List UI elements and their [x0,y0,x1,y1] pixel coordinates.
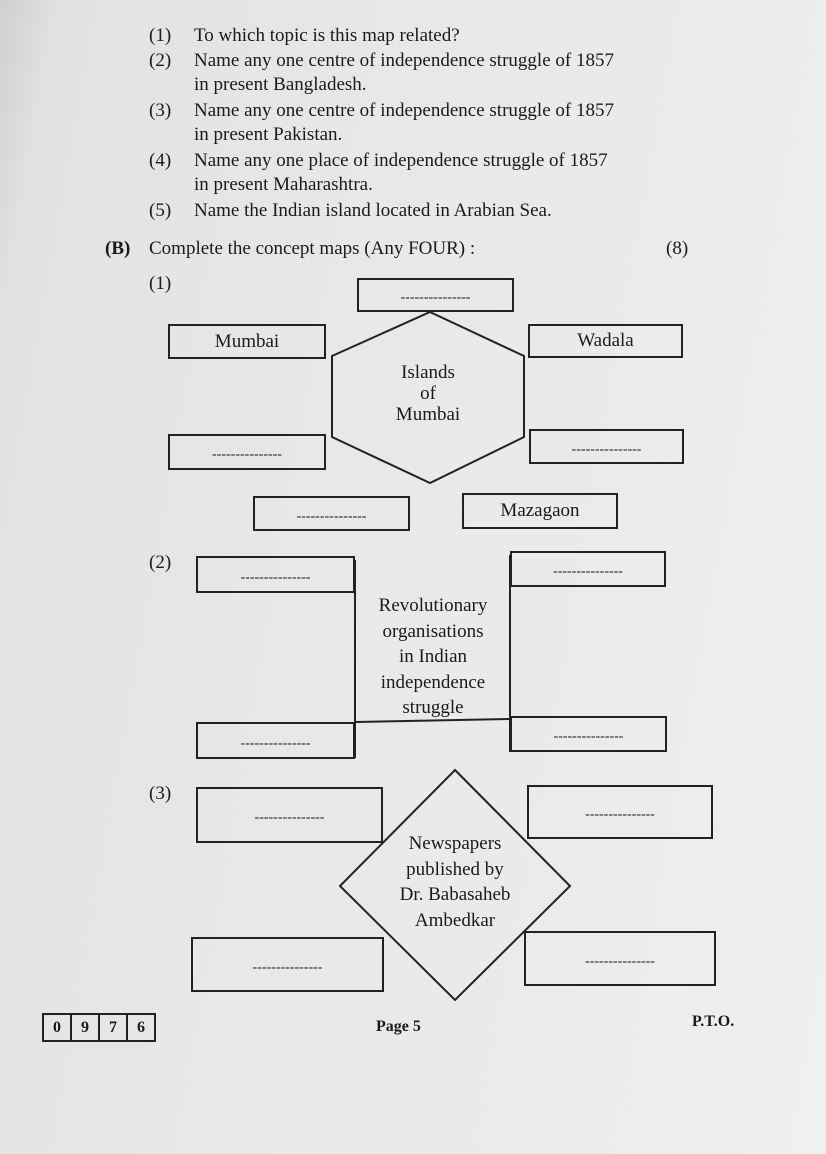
map1-box-bottom-left[interactable]: --------------- [253,496,410,531]
question-text: To which topic is this map related? [194,25,460,46]
box-label: Mazagaon [500,500,580,521]
center-line: struggle [402,697,464,718]
map2-box-bottom-left[interactable]: --------------- [196,722,355,759]
center-line: Revolutionary [378,595,488,616]
center-line: in Indian [398,646,468,667]
question-number: (1) [149,25,172,46]
map-2-number: (2) [149,552,172,573]
question-text-line2: in present Maharashtra. [194,174,373,195]
map3-center-text: Newspapers published by Dr. Babasaheb Am… [380,831,530,933]
center-line: Ambedkar [414,909,496,931]
code-digit: 7 [100,1015,128,1040]
map1-box-left-bottom[interactable]: --------------- [168,434,326,470]
map1-box-right-bottom[interactable]: --------------- [529,429,684,464]
box-label: Mumbai [214,330,280,352]
map1-box-top[interactable]: --------------- [357,278,514,312]
map3-box-top-left[interactable]: --------------- [196,787,383,843]
map-1-number: (1) [149,273,172,294]
map3-box-bottom-left[interactable]: --------------- [191,937,384,992]
section-marks: (8) [666,238,689,259]
map3-box-bottom-right[interactable]: --------------- [524,931,716,986]
blank-line: --------------- [254,810,325,825]
map3-box-top-right[interactable]: --------------- [527,785,713,839]
pto-label: P.T.O. [692,1013,735,1030]
diamond-shape [338,768,572,1002]
hexagon-shape [331,310,525,485]
code-digit: 6 [137,1018,145,1036]
map2-box-bottom-right[interactable]: --------------- [510,716,667,752]
center-line: Islands [401,362,455,383]
question-number: (5) [149,200,172,221]
center-line: of [420,383,436,404]
question-text: Name the Indian island located in Arabia… [194,200,552,221]
question-number: (3) [149,100,172,121]
question-number: (4) [149,150,172,171]
question-text-line2: in present Bangladesh. [194,74,367,95]
code-digit: 0 [44,1015,72,1040]
blank-line: --------------- [400,290,471,305]
code-digit: 9 [72,1015,100,1040]
blank-line: --------------- [553,729,624,744]
blank-line: --------------- [296,508,367,524]
blank-line: --------------- [240,735,311,751]
map2-center-text: Revolutionary organisations in Indian in… [357,593,509,721]
blank-line: --------------- [571,441,642,457]
center-line: organisations [382,620,484,642]
map2-box-top-right[interactable]: --------------- [510,551,666,587]
question-text: Name any one place of independence strug… [194,150,608,171]
box-label: Wadala [577,330,634,351]
center-line: Mumbai [395,404,461,425]
connector-line [354,718,511,723]
blank-line: --------------- [240,569,311,585]
blank-line: --------------- [585,953,655,969]
center-line: Newspapers [408,833,502,854]
question-text-line2: in present Pakistan. [194,124,343,145]
question-text: Name any one centre of independence stru… [194,50,614,71]
question-number: (2) [149,50,172,71]
center-line: published by [406,858,504,880]
map-3-number: (3) [149,783,172,804]
section-label: (B) [105,238,131,259]
section-title: Complete the concept maps (Any FOUR) : [149,238,476,259]
map1-center-text: Islands of Mumbai [368,362,488,425]
map1-box-mumbai: Mumbai [168,324,326,359]
center-line: Dr. Babasaheb [399,884,511,905]
paper-code: 0 9 7 6 [42,1013,156,1042]
blank-line: --------------- [553,564,623,579]
blank-line: --------------- [212,447,282,462]
blank-line: --------------- [585,807,655,822]
question-text: Name any one centre of independence stru… [194,100,614,121]
center-line: independence [380,671,486,693]
section-b-heading: (B) Complete the concept maps (Any FOUR)… [105,237,705,261]
map1-box-wadala: Wadala [528,324,683,358]
blank-line: --------------- [252,959,323,975]
map2-box-top-left[interactable]: --------------- [196,556,355,593]
map1-box-mazagaon: Mazagaon [462,493,618,529]
page-number: Page 5 [376,1018,421,1035]
